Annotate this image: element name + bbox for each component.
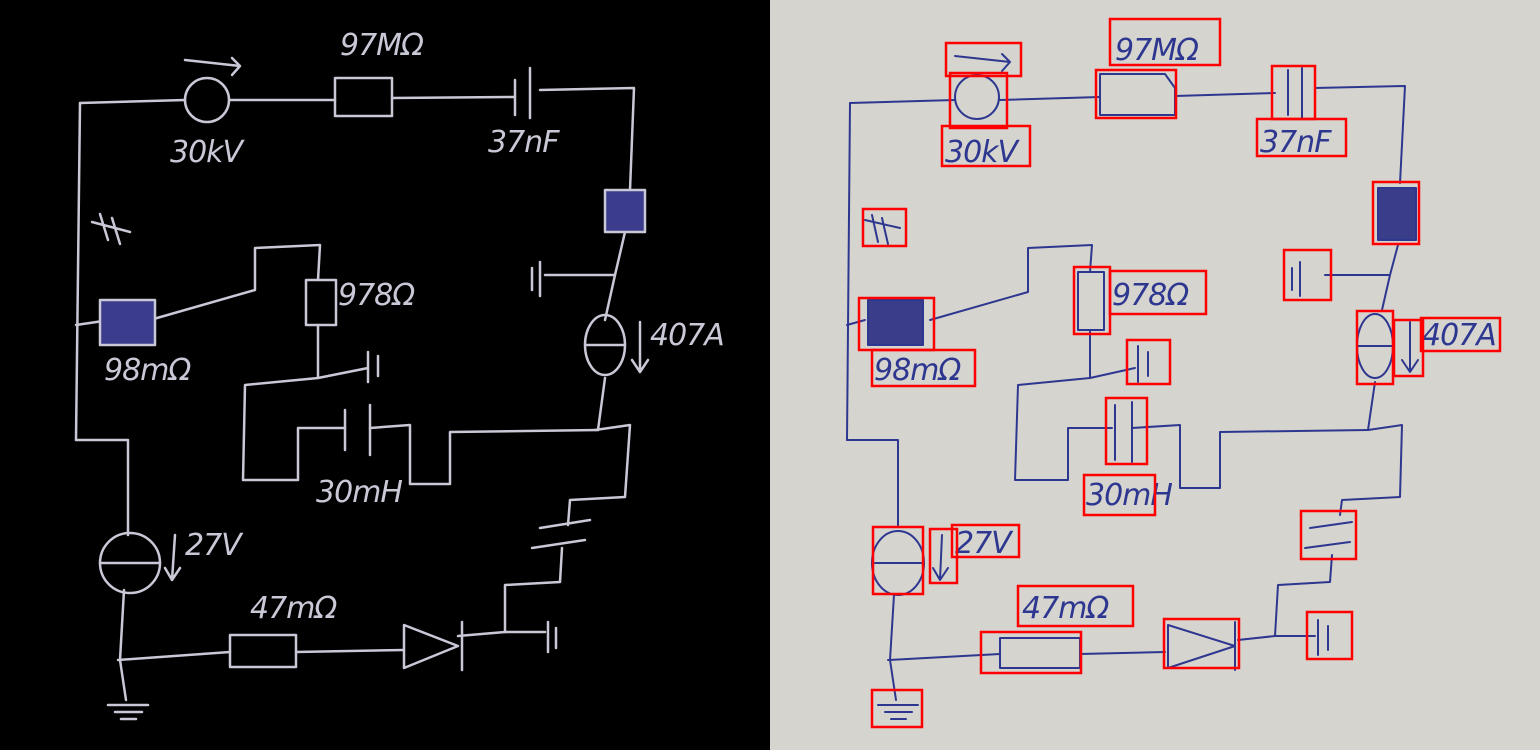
- box-battery-middle: [1125, 338, 1172, 386]
- box-label-27V: [950, 523, 1021, 559]
- label-30kV-right: 30kV: [945, 135, 1021, 170]
- label-47m-ohm-right: 47mΩ: [1022, 591, 1109, 626]
- right-labels: 97MΩ 30kV 37nF 978Ω 407A 98mΩ 30mH 27V 4…: [874, 33, 1497, 626]
- label-97M-ohm: 97MΩ: [340, 28, 424, 63]
- label-27V: 27V: [185, 528, 244, 563]
- label-27V-right: 27V: [955, 526, 1014, 561]
- label-30mH: 30mH: [316, 475, 402, 510]
- box-battery-bottom: [1305, 610, 1354, 661]
- box-label-30mH: [1082, 473, 1157, 517]
- label-30kV: 30kV: [170, 135, 246, 170]
- box-voltage-source-bottom: [871, 525, 925, 596]
- box-label-98m-ohm: [870, 348, 977, 388]
- left-panel-inverted-sketch: 97MΩ 30kV 37nF 978Ω 407A 98mΩ 30mH 27V 4…: [74, 28, 725, 721]
- box-ground: [870, 688, 924, 729]
- label-98m-ohm: 98mΩ: [104, 353, 191, 388]
- left-circuit: 97MΩ 30kV 37nF 978Ω 407A 98mΩ 30mH 27V 4…: [74, 28, 725, 721]
- box-label-37nF: [1255, 117, 1348, 158]
- label-97M-ohm-right: 97MΩ: [1115, 33, 1199, 68]
- box-arrow-right: [1392, 318, 1425, 378]
- box-capacitor-middle: [1104, 396, 1149, 466]
- box-resistor-top: [1094, 68, 1178, 120]
- label-978-ohm-right: 978Ω: [1112, 278, 1189, 313]
- box-voltage-source-top: [948, 71, 1009, 130]
- box-label-407A: [1419, 316, 1502, 353]
- label-978-ohm: 978Ω: [338, 278, 415, 313]
- box-label-97M-ohm: [1108, 17, 1222, 67]
- label-98m-ohm-right: 98mΩ: [874, 353, 961, 388]
- box-diode: [1162, 617, 1241, 670]
- box-label-978-ohm: [1108, 269, 1208, 316]
- label-407A: 407A: [650, 318, 724, 353]
- box-capacitor-bottom-right: [1299, 509, 1358, 561]
- left-labels: 97MΩ 30kV 37nF 978Ω 407A 98mΩ 30mH 27V 4…: [104, 28, 725, 626]
- label-407A-right: 407A: [1422, 318, 1496, 353]
- label-37nF-right: 37nF: [1260, 125, 1332, 160]
- box-filled-resistor-right: [1371, 180, 1421, 246]
- box-resistor-bottom: [979, 630, 1083, 675]
- label-47m-ohm: 47mΩ: [250, 591, 337, 626]
- right-circuit: 97MΩ 30kV 37nF 978Ω 407A 98mΩ 30mH 27V 4…: [846, 17, 1502, 729]
- bounding-boxes: [857, 17, 1502, 729]
- box-battery-right: [1282, 248, 1333, 302]
- box-label-30kV: [940, 124, 1032, 168]
- box-label-47m-ohm: [1016, 584, 1135, 628]
- box-arrow-top: [944, 41, 1023, 78]
- label-30mH-right: 30mH: [1086, 478, 1172, 513]
- label-37nF: 37nF: [488, 125, 560, 160]
- box-capacitor-top: [1270, 64, 1317, 121]
- box-left-small: [861, 207, 908, 248]
- right-panel-photo-annotated: 97MΩ 30kV 37nF 978Ω 407A 98mΩ 30mH 27V 4…: [770, 0, 1540, 750]
